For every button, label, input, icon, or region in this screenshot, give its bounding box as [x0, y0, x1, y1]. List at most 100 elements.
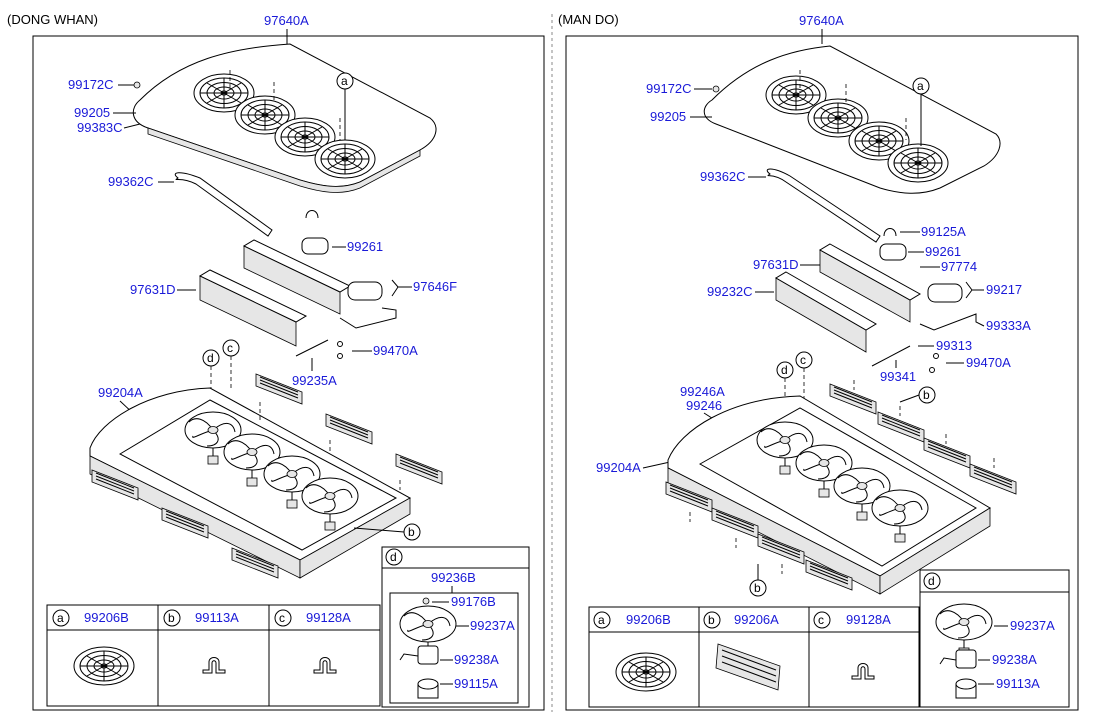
- right-assembly-label[interactable]: 97640A: [799, 13, 844, 28]
- left-detail-part-3[interactable]: 99115A: [454, 676, 498, 691]
- svg-text:97631D: 97631D: [753, 257, 799, 272]
- right-evaporator-coils: [775, 243, 921, 353]
- svg-text:99206A: 99206A: [734, 612, 779, 627]
- right-table-cell-c[interactable]: c 99128A: [813, 611, 891, 680]
- left-table-cell-a[interactable]: a 99206B: [52, 609, 135, 686]
- right-label-99217[interactable]: 99217: [965, 281, 1022, 299]
- left-detail-part-1[interactable]: 99237A: [470, 618, 515, 633]
- svg-text:97774: 97774: [941, 259, 977, 274]
- svg-text:c: c: [818, 613, 824, 627]
- svg-text:d: d: [928, 574, 935, 588]
- svg-text:99204A: 99204A: [596, 460, 641, 475]
- svg-text:99206B: 99206B: [84, 610, 129, 625]
- svg-text:99470A: 99470A: [966, 355, 1011, 370]
- right-callout-b-bottom[interactable]: b: [749, 564, 767, 597]
- right-detail-part-1[interactable]: 99238A: [992, 652, 1037, 667]
- svg-text:99333A: 99333A: [986, 318, 1031, 333]
- left-label-99261[interactable]: 99261: [332, 239, 383, 254]
- svg-text:99205: 99205: [74, 105, 110, 120]
- right-section-label: (MAN DO): [558, 12, 619, 27]
- right-top-cover: [703, 45, 1001, 194]
- svg-text:99246: 99246: [686, 398, 722, 413]
- right-table-cell-b[interactable]: b 99206A: [703, 611, 781, 691]
- left-label-97646F[interactable]: 97646F: [391, 279, 457, 297]
- svg-text:99313: 99313: [936, 338, 972, 353]
- right-detail-part-2[interactable]: 99113A: [996, 676, 1040, 691]
- left-callout-d[interactable]: d: [202, 349, 220, 394]
- svg-text:a: a: [917, 79, 924, 93]
- right-callout-b-top[interactable]: b: [899, 386, 936, 404]
- right-label-99261[interactable]: 99261: [908, 244, 961, 259]
- svg-text:b: b: [923, 388, 930, 402]
- svg-text:99261: 99261: [925, 244, 961, 259]
- svg-text:b: b: [754, 581, 761, 595]
- right-callout-c[interactable]: c: [795, 351, 813, 408]
- right-table-cell-a[interactable]: a 99206B: [593, 611, 677, 692]
- svg-text:99341: 99341: [880, 369, 916, 384]
- svg-text:99205: 99205: [650, 109, 686, 124]
- right-detail-part-0[interactable]: 99237A: [1010, 618, 1055, 633]
- right-label-99313[interactable]: 99313: [918, 338, 972, 353]
- right-label-99125A[interactable]: 99125A: [883, 224, 966, 239]
- svg-text:99172C: 99172C: [68, 77, 114, 92]
- svg-text:99204A: 99204A: [98, 385, 143, 400]
- svg-text:a: a: [598, 613, 605, 627]
- right-label-99205[interactable]: 99205: [650, 109, 712, 124]
- left-evaporator-coils: [198, 239, 352, 347]
- svg-text:99206B: 99206B: [626, 612, 671, 627]
- left-label-99235A[interactable]: 99235A: [292, 358, 337, 388]
- left-label-99172C[interactable]: 99172C: [68, 77, 141, 92]
- right-label-99232C[interactable]: 99232C: [707, 284, 774, 299]
- left-assembly-label[interactable]: 97640A: [264, 13, 309, 28]
- left-callout-a[interactable]: a: [336, 72, 354, 140]
- svg-text:b: b: [168, 611, 175, 625]
- left-detail-part-0[interactable]: 99176B: [451, 594, 496, 609]
- svg-text:99232C: 99232C: [707, 284, 753, 299]
- left-bottom-table: a 99206B b 99113A c 99128A: [46, 604, 381, 707]
- right-hose-99362C: [766, 168, 881, 243]
- svg-text:99125A: 99125A: [921, 224, 966, 239]
- svg-text:99217: 99217: [986, 282, 1022, 297]
- left-top-cover: [132, 43, 437, 193]
- left-section-label: (DONG WHAN): [7, 12, 98, 27]
- left-hose-99362C: [174, 172, 273, 237]
- svg-text:99362C: 99362C: [700, 169, 746, 184]
- left-table-cell-b[interactable]: b 99113A: [163, 609, 239, 674]
- right-drier: [879, 243, 907, 261]
- left-callout-b[interactable]: b: [353, 523, 421, 541]
- svg-text:a: a: [341, 74, 348, 88]
- right-callout-a[interactable]: a: [912, 77, 930, 146]
- svg-text:99246A: 99246A: [680, 384, 725, 399]
- left-label-99362C[interactable]: 99362C: [108, 174, 174, 189]
- svg-text:97631D: 97631D: [130, 282, 176, 297]
- svg-text:c: c: [227, 341, 233, 355]
- svg-text:99172C: 99172C: [646, 81, 692, 96]
- right-label-99362C[interactable]: 99362C: [700, 169, 766, 184]
- right-label-99341[interactable]: 99341: [880, 360, 916, 384]
- left-detail-assembly[interactable]: 99236B: [431, 570, 476, 585]
- right-detail-d: d 99237A 99238A 99113A: [919, 569, 1070, 708]
- right-label-99333A[interactable]: 99333A: [919, 313, 1031, 333]
- right-label-99172C[interactable]: 99172C: [646, 81, 720, 96]
- left-callout-c[interactable]: c: [222, 339, 240, 390]
- svg-text:c: c: [800, 353, 806, 367]
- left-table-cell-c[interactable]: c 99128A: [274, 609, 351, 674]
- left-label-99205[interactable]: 99205: [74, 105, 136, 120]
- left-label-99383C[interactable]: 99383C: [77, 120, 141, 135]
- left-expansion-valve: [347, 281, 383, 301]
- svg-text:99470A: 99470A: [373, 343, 418, 358]
- svg-text:99362C: 99362C: [108, 174, 154, 189]
- left-detail-part-2[interactable]: 99238A: [454, 652, 499, 667]
- left-label-99470A[interactable]: 99470A: [337, 341, 419, 359]
- svg-text:d: d: [781, 363, 788, 377]
- right-label-99204A[interactable]: 99204A: [596, 460, 671, 475]
- left-label-97631D[interactable]: 97631D: [130, 282, 196, 297]
- svg-text:97646F: 97646F: [413, 279, 457, 294]
- svg-text:99235A: 99235A: [292, 373, 337, 388]
- right-label-99246A[interactable]: 99246A: [680, 384, 725, 399]
- svg-text:99113A: 99113A: [195, 610, 239, 625]
- right-label-99470A[interactable]: 99470A: [929, 353, 1012, 373]
- svg-text:b: b: [408, 525, 415, 539]
- right-label-97631D[interactable]: 97631D: [753, 257, 820, 272]
- right-label-97774[interactable]: 97774: [920, 259, 977, 274]
